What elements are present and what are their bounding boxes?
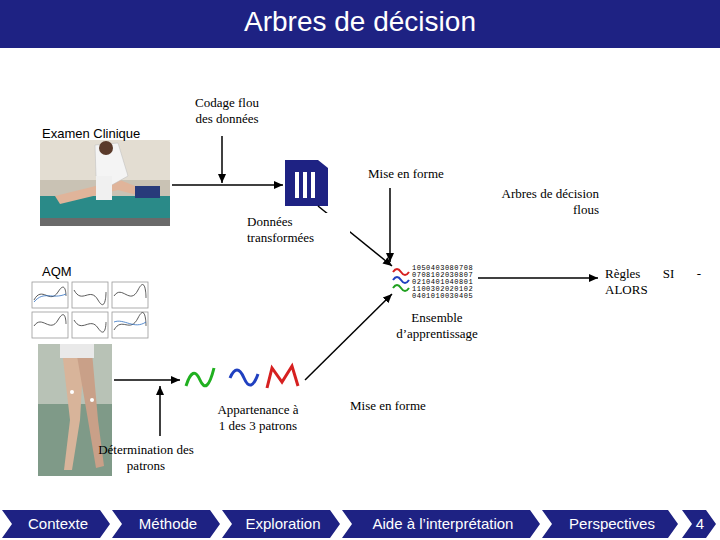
data-label: Ensemble d’apprentissage xyxy=(384,309,490,342)
nav-tab-text: Perspectives xyxy=(542,510,678,538)
data-row: 1050403080708 xyxy=(412,265,473,272)
slide-title: Arbres de décision xyxy=(0,6,720,38)
data-row: 0401010030405 xyxy=(412,293,473,300)
flow-arrow xyxy=(305,294,392,380)
photo-caption: AQM xyxy=(42,264,72,280)
flow-arrow xyxy=(221,136,223,183)
data-icon xyxy=(285,160,328,206)
pattern-squiggles xyxy=(186,366,298,388)
nav-tab-text: Contexte xyxy=(2,510,110,538)
nav-tab-outline xyxy=(2,510,110,538)
flow-arrow xyxy=(478,277,598,279)
flow-arrow xyxy=(159,386,161,436)
nav-tab: Aide à l’interprétation xyxy=(342,510,540,538)
flow-arrow xyxy=(172,184,283,186)
nav-tab-outline xyxy=(222,510,340,538)
clinical-exam-photo xyxy=(40,140,170,226)
page-number-tab xyxy=(682,510,716,538)
gait-analysis-plots xyxy=(32,282,148,338)
nav-tab: Exploration xyxy=(222,510,340,538)
data-row: 0708102030807 xyxy=(412,272,473,279)
nav-tab: Contexte xyxy=(2,510,110,538)
step-note: Mise en forme xyxy=(368,166,444,182)
step-note: Mise en forme xyxy=(350,398,426,414)
step-note: Arbres de décision flous xyxy=(484,185,602,218)
flow-arrow xyxy=(389,188,391,262)
nav-tab-outline xyxy=(112,510,220,538)
nav-tab: Perspectives xyxy=(542,510,678,538)
step-note: Détermination des patrons xyxy=(96,442,196,473)
nav-tab: Méthode xyxy=(112,510,220,538)
step-note: Codage flou des données xyxy=(186,95,268,126)
step-note: Appartenance à 1 des 3 patrons xyxy=(214,402,302,433)
data-row: 0210401040801 xyxy=(412,279,473,286)
nav-tab-outline xyxy=(342,510,540,538)
nav-tab-text: Méthode xyxy=(112,510,220,538)
flow-arrow xyxy=(114,379,180,381)
nav-tab-text: Exploration xyxy=(222,510,340,538)
data-label: Données transformées xyxy=(244,213,350,246)
output-label: Règles SI - ALORS xyxy=(602,265,704,298)
nav-tab-text: Aide à l’interprétation xyxy=(342,510,540,538)
page-number: 4 xyxy=(690,515,710,533)
data-row: 1100302020102 xyxy=(412,286,473,293)
nav-tab-outline xyxy=(542,510,678,538)
title-bar xyxy=(0,0,720,48)
pattern-squiggles-small xyxy=(393,269,409,291)
photo-caption: Examen Clinique xyxy=(42,126,140,142)
